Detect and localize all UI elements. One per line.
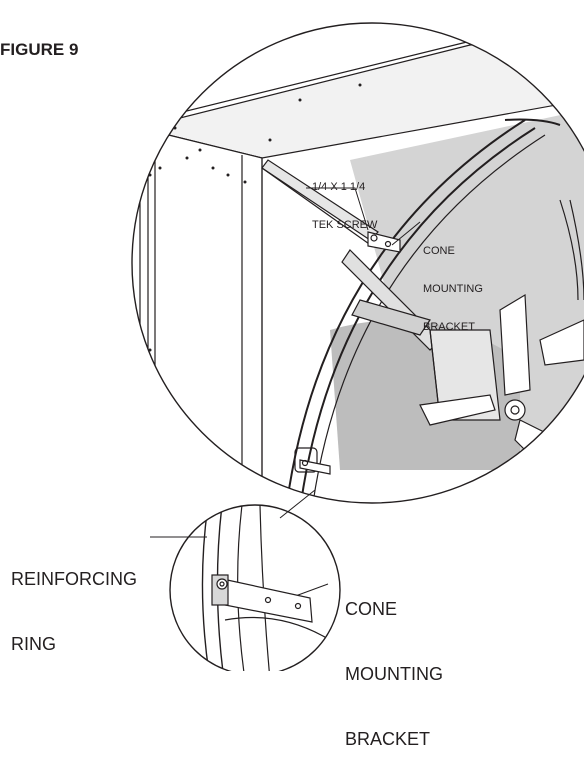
tek-screw-line-1: 1/4 X 1 1/4 — [312, 181, 366, 194]
tek-screw-line-2: TEK SCREW — [312, 219, 378, 232]
large-detail-view — [139, 39, 584, 503]
detail-bracket-line-2: MOUNTING — [345, 663, 443, 684]
upper-bracket-line-2: MOUNTING — [423, 283, 483, 296]
reinforcing-ring-callout: REINFORCING RING — [11, 526, 137, 677]
fan-blade — [499, 293, 531, 396]
detail-tek-screw — [216, 578, 228, 590]
large-detail-circle — [131, 22, 584, 504]
upper-bracket-line-1: CONE — [423, 245, 455, 258]
detail-bracket-line-1: CONE — [345, 599, 398, 620]
fan-hub — [504, 399, 526, 421]
detail-bracket-line-3: BRACKET — [345, 728, 431, 749]
small-detail-view — [201, 505, 331, 671]
small-detail-circle — [169, 504, 341, 671]
diagonal-brace — [261, 159, 379, 241]
housing-front-panel — [139, 127, 263, 503]
detail-cone-bracket-callout: CONE MOUNTING BRACKET — [345, 556, 443, 772]
lower-cone-bracket-marker — [294, 447, 318, 473]
reinforcing-ring-line-2: RING — [11, 633, 56, 654]
upper-bracket-line-3: BRACKET — [423, 321, 475, 334]
fan-blade — [539, 319, 584, 366]
reinforcing-ring-line-1: REINFORCING — [11, 569, 137, 590]
panel-rivets — [148, 83, 362, 352]
figure-title: FIGURE 9 — [0, 40, 79, 59]
upper-cone-bracket-callout: CONE MOUNTING BRACKET — [423, 220, 483, 346]
fan-assembly-illustration — [131, 22, 584, 671]
tek-screw-callout: 1/4 X 1 1/4 TEK SCREW — [312, 156, 377, 244]
upper-cone-bracket — [367, 231, 401, 253]
fan-blade — [419, 394, 496, 426]
